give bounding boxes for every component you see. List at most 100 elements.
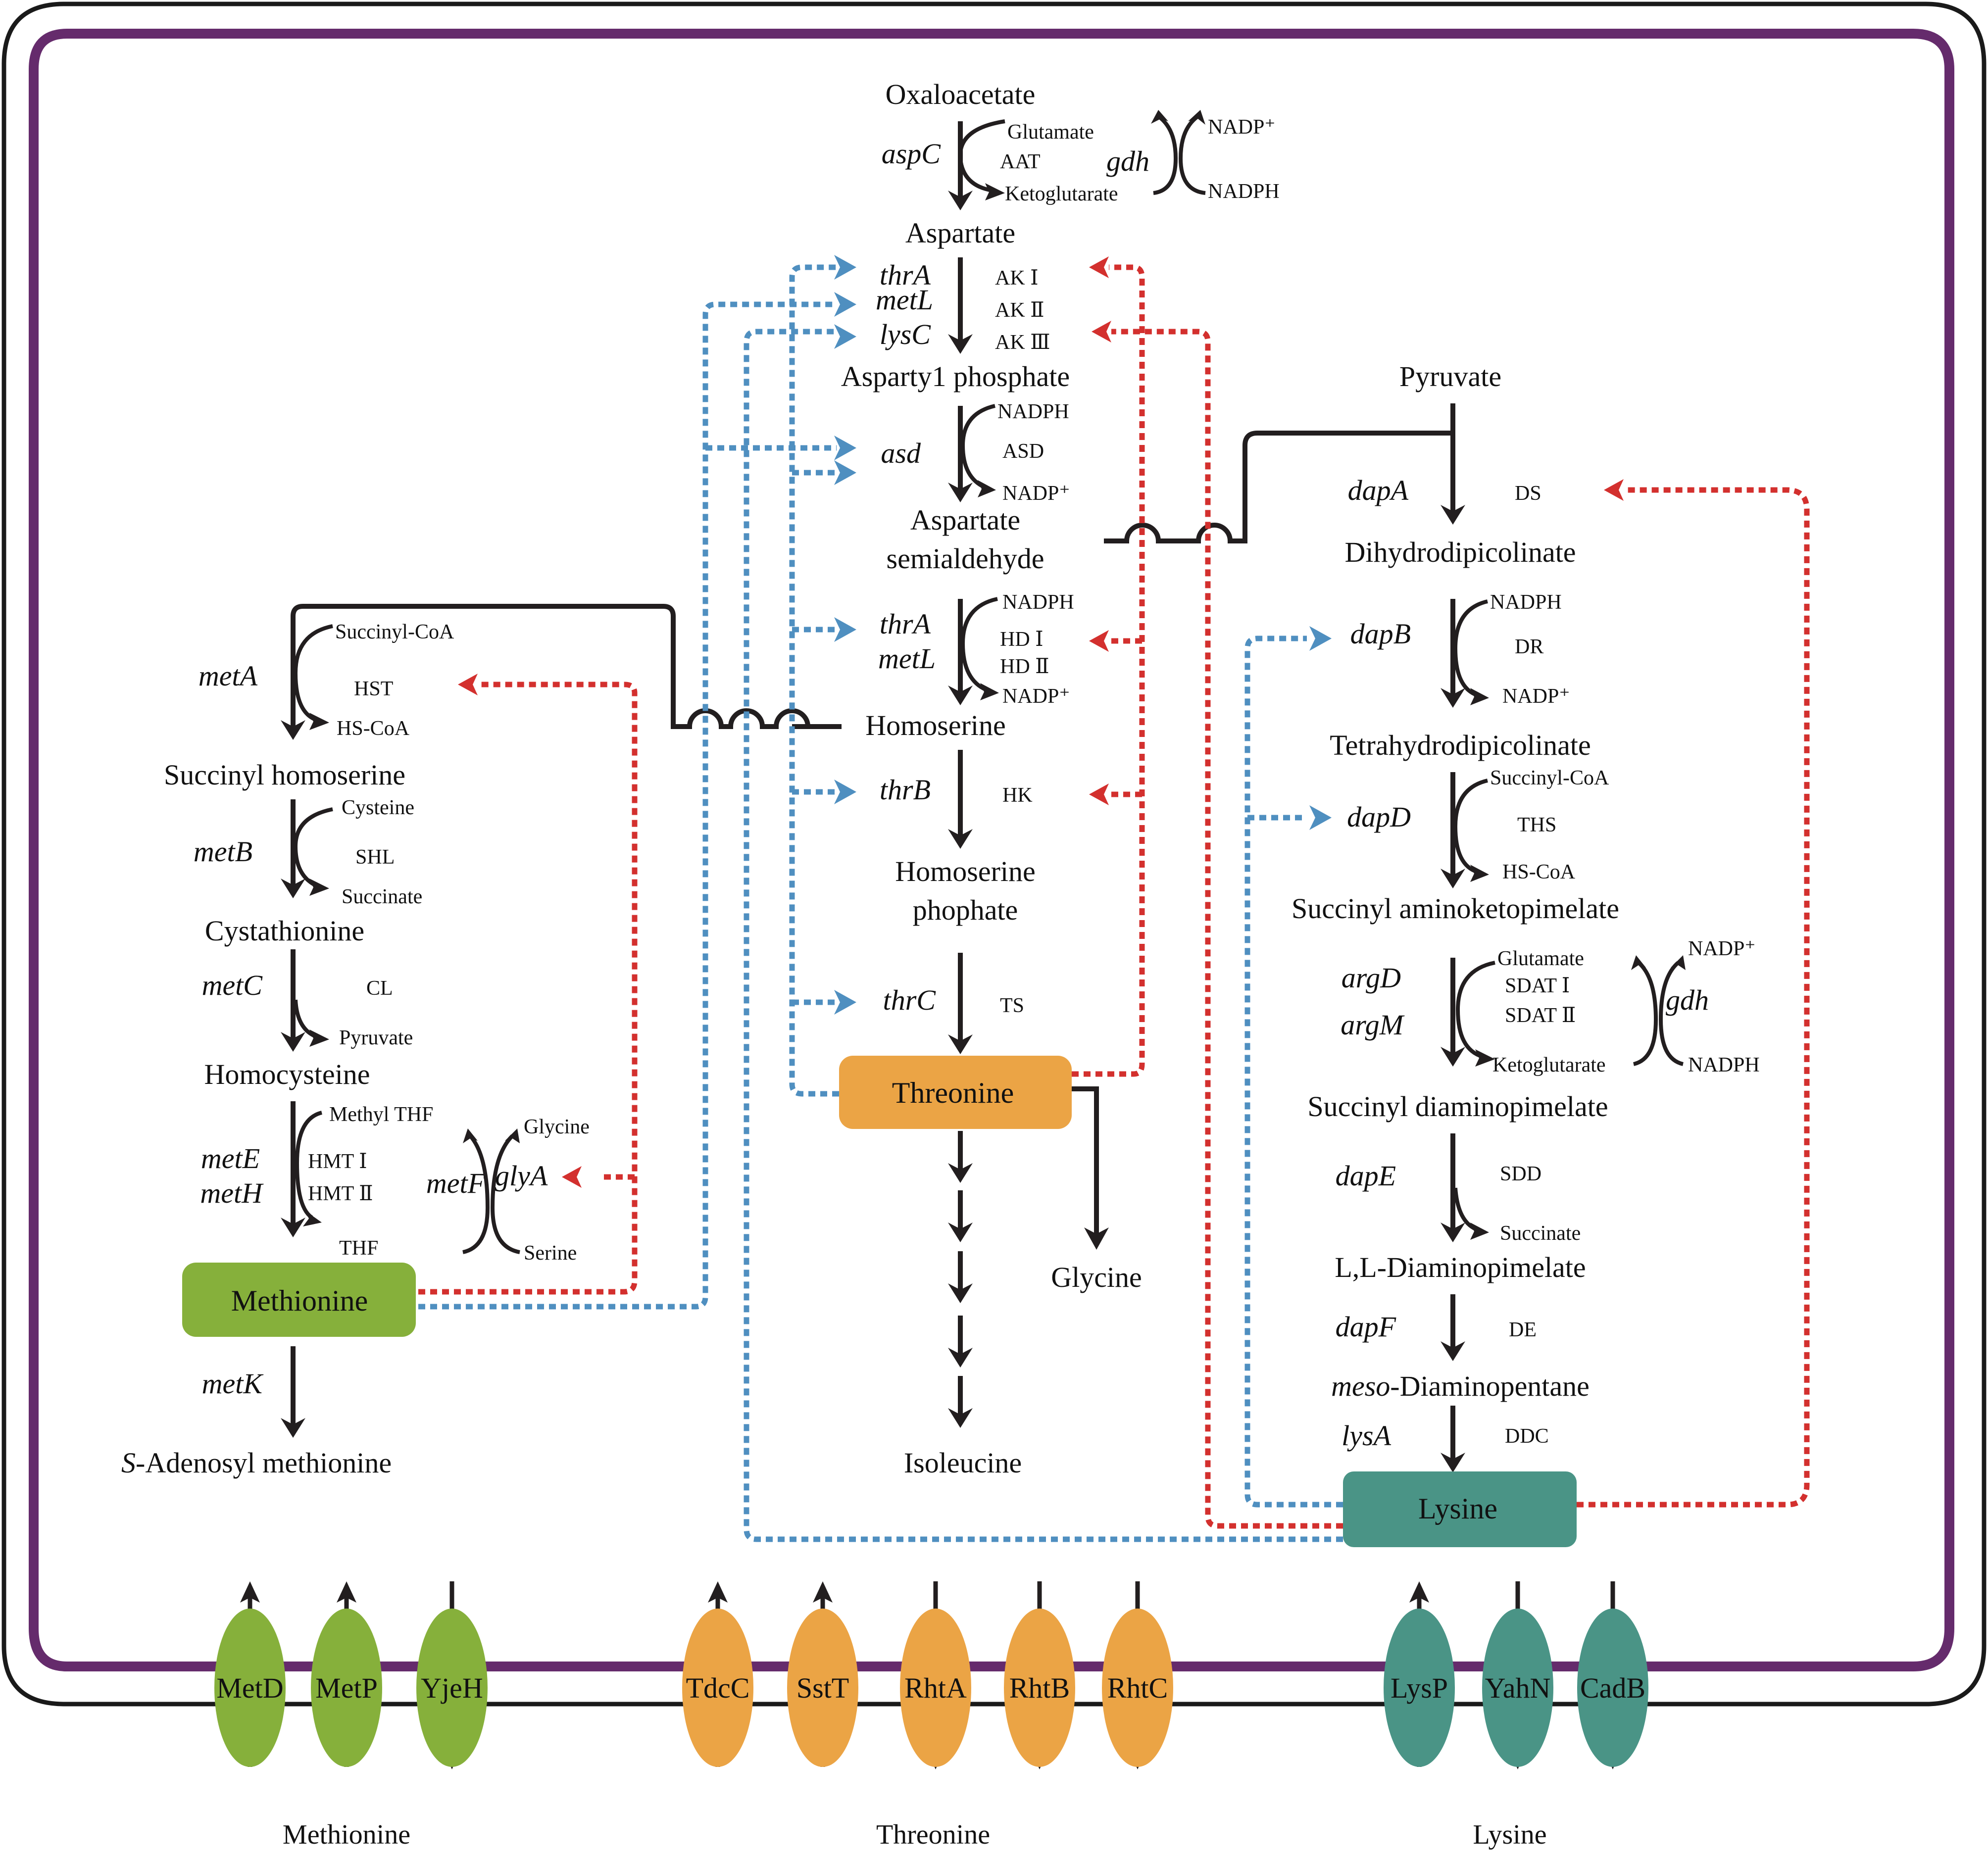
transporter-metd[interactable]: MetD <box>214 1581 286 1767</box>
cofactor-arc <box>293 807 333 888</box>
enzyme-sdat2: SDAT Ⅱ <box>1505 1004 1576 1027</box>
enzyme-ts: TS <box>1000 994 1024 1017</box>
cofactor-arc <box>295 1111 323 1220</box>
arrowhead <box>948 1034 973 1054</box>
cofactor-arc <box>1455 961 1495 1059</box>
enzyme-asd: ASD <box>1002 440 1044 463</box>
metabolite-tetrahydrodipicolinate: Tetrahydrodipicolinate <box>1330 729 1590 761</box>
metabolite-ll-diaminopimelate: L,L-Diaminopimelate <box>1335 1251 1586 1283</box>
cofactor-thf: THF <box>339 1237 378 1260</box>
sam-prefix: S <box>121 1447 136 1479</box>
metabolite-isoleucine: Isoleucine <box>904 1447 1022 1479</box>
arrowhead <box>1441 1222 1465 1242</box>
gdh-arc-right <box>1658 961 1684 1066</box>
arrowhead <box>281 1032 305 1052</box>
transporter-group-lysine: Lysine <box>1473 1819 1546 1850</box>
transporter-metp[interactable]: MetP <box>311 1581 382 1767</box>
enzyme-hk: HK <box>1002 784 1033 807</box>
arrowhead <box>281 720 305 740</box>
transporter-body <box>900 1609 971 1767</box>
transporter-label: TdcC <box>686 1672 750 1704</box>
enzyme-hd1: HD Ⅰ <box>1000 628 1044 651</box>
gene-dapD: dapD <box>1347 801 1411 833</box>
transporter-yahn[interactable]: YahN <box>1482 1581 1553 1769</box>
transporter-tdcc[interactable]: TdcC <box>682 1581 753 1767</box>
cofactor-glycine: Glycine <box>524 1116 590 1138</box>
transporter-label: MetD <box>216 1672 283 1704</box>
inhibition-arrowhead-ak1 <box>1089 256 1109 278</box>
transporter-yjeh[interactable]: YjeH <box>416 1581 488 1769</box>
enzyme-dr: DR <box>1515 636 1543 658</box>
arrowhead <box>1441 505 1465 525</box>
enzyme-aat: AAT <box>1000 150 1041 173</box>
gene-aspC: aspC <box>882 138 942 170</box>
cofactor-nadp-plus: NADP⁺ <box>1208 116 1276 139</box>
gene-lysA: lysA <box>1342 1419 1391 1452</box>
transporter-label: YjeH <box>421 1672 483 1704</box>
metabolite-glycine: Glycine <box>1051 1261 1142 1293</box>
arrowhead <box>309 879 329 896</box>
metabolite-homoserine-phosphate-line2: phophate <box>913 894 1018 926</box>
inner-membrane <box>29 29 1954 1671</box>
arrow-up-icon <box>708 1581 728 1603</box>
metabolite-aspartyl-phosphate: Asparty1 phosphate <box>841 360 1070 392</box>
gene-gdh: gdh <box>1666 984 1709 1016</box>
transporter-body <box>214 1609 286 1767</box>
repression-arrowhead-thrB <box>834 780 856 804</box>
cofactor-ketoglutarate: Ketoglutarate <box>1492 1054 1606 1076</box>
gene-lysC: lysC <box>880 318 931 350</box>
arrowhead <box>309 713 329 730</box>
gdh-arc-left <box>1153 114 1178 195</box>
arrowhead <box>303 1210 322 1226</box>
transporter-body <box>1482 1609 1553 1767</box>
arrowhead <box>281 879 305 898</box>
lysine-box[interactable] <box>1343 1471 1577 1547</box>
transporter-lysp[interactable]: LysP <box>1384 1581 1455 1767</box>
gene-argD: argD <box>1342 962 1401 994</box>
metabolite-succinyl-homoserine: Succinyl homoserine <box>164 759 405 791</box>
gene-dapF: dapF <box>1336 1311 1396 1343</box>
threonine-box[interactable] <box>839 1056 1072 1129</box>
arrowhead <box>1441 1047 1465 1067</box>
gene-metL: metL <box>878 642 936 675</box>
gene-metB: metB <box>194 835 252 868</box>
arrowhead <box>1151 110 1168 124</box>
arrowhead <box>1475 1049 1495 1067</box>
cofactor-arc <box>958 119 1005 193</box>
transporter-rhta[interactable]: RhtA <box>900 1581 971 1769</box>
gene-metK: metK <box>202 1368 264 1400</box>
gene-metL: metL <box>876 284 933 316</box>
arrowhead <box>948 829 973 849</box>
transporter-label: MetP <box>315 1672 378 1704</box>
inhibition-arrowhead-ds <box>1604 479 1624 501</box>
arrowhead <box>505 1128 520 1143</box>
transporter-rhtb[interactable]: RhtB <box>1004 1581 1075 1769</box>
transporter-body <box>1102 1609 1173 1767</box>
methionine-box[interactable] <box>182 1263 416 1337</box>
metabolite-succinyl-aminoketopimelate: Succinyl aminoketopimelate <box>1292 892 1619 925</box>
transporter-sstt[interactable]: SstT <box>787 1581 858 1767</box>
arrowhead <box>985 183 1005 200</box>
repression-arrowhead-thrC <box>834 990 856 1015</box>
transporter-rhtc[interactable]: RhtC <box>1102 1581 1173 1769</box>
transporter-label: LysP <box>1391 1672 1448 1704</box>
transporter-label: RhtA <box>904 1672 967 1704</box>
enzyme-hst: HST <box>354 678 393 700</box>
cofactor-methyl-thf: Methyl THF <box>329 1103 433 1126</box>
transporter-cadb[interactable]: CadB <box>1577 1581 1648 1769</box>
arrowhead <box>1084 1227 1109 1250</box>
cofactor-succinate: Succinate <box>1500 1222 1581 1245</box>
enzyme-cl: CL <box>366 977 393 1000</box>
gdh-arc-left <box>1633 961 1658 1066</box>
cofactor-glutamate: Glutamate <box>1497 947 1584 970</box>
cofactor-succinyl-coa: Succinyl-CoA <box>1490 767 1609 789</box>
repression-arrowhead-lysC <box>834 324 856 349</box>
glyA-arc-left <box>462 1134 490 1254</box>
gene-thrA: thrA <box>880 608 931 640</box>
cofactor-cysteine: Cysteine <box>342 796 414 819</box>
cofactor-nadph: NADPH <box>1002 591 1074 614</box>
transporter-label: RhtC <box>1107 1672 1168 1704</box>
gene-asd: asd <box>881 437 921 469</box>
cofactor-pyruvate: Pyruvate <box>339 1027 413 1049</box>
